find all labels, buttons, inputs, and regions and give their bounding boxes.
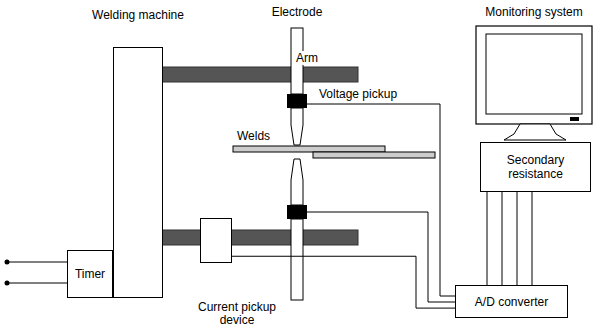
part-label: Welds (236, 129, 271, 143)
part-label: Electrode (271, 5, 324, 19)
electrode-tip (291, 108, 303, 145)
voltage-pickup-block (287, 94, 307, 108)
component-heading: Welding machine (92, 9, 184, 22)
upper-arm (162, 67, 358, 82)
box-label: A/D converter (472, 295, 551, 309)
electrode-tip (291, 159, 303, 205)
monitor-housing (476, 26, 592, 124)
signal-wire (532, 192, 533, 285)
component-heading: Current pickup device (195, 301, 279, 327)
voltage-pickup-block (287, 205, 307, 219)
power-button (570, 117, 579, 121)
input-wire (7, 262, 67, 263)
monitor-screen (486, 34, 582, 114)
terminal-dot (5, 281, 10, 286)
component-box: Welding machine (113, 47, 163, 298)
lower-plate (313, 152, 435, 158)
box-label: Secondary resistance (481, 153, 590, 181)
terminal-dot (5, 260, 10, 265)
signal-wire (517, 192, 518, 285)
signal-wire (307, 212, 455, 302)
process-box: Secondary resistance (480, 142, 591, 192)
process-box: A/D converter (455, 285, 568, 318)
signal-wire (502, 192, 503, 285)
electrode-rod (291, 219, 303, 300)
process-box: Timer (67, 250, 113, 298)
monitor-stand (504, 124, 566, 140)
lower-arm (162, 230, 358, 245)
component-box: Current pickup device (200, 218, 232, 263)
part-label: Voltage pickup (318, 87, 398, 101)
input-wire (7, 283, 67, 284)
part-label: Arm (295, 51, 319, 65)
upper-plate (233, 146, 385, 152)
box-label: Timer (72, 267, 108, 281)
signal-wire (487, 192, 488, 285)
part-label: Monitoring system (484, 5, 583, 19)
signal-wire (307, 104, 455, 296)
